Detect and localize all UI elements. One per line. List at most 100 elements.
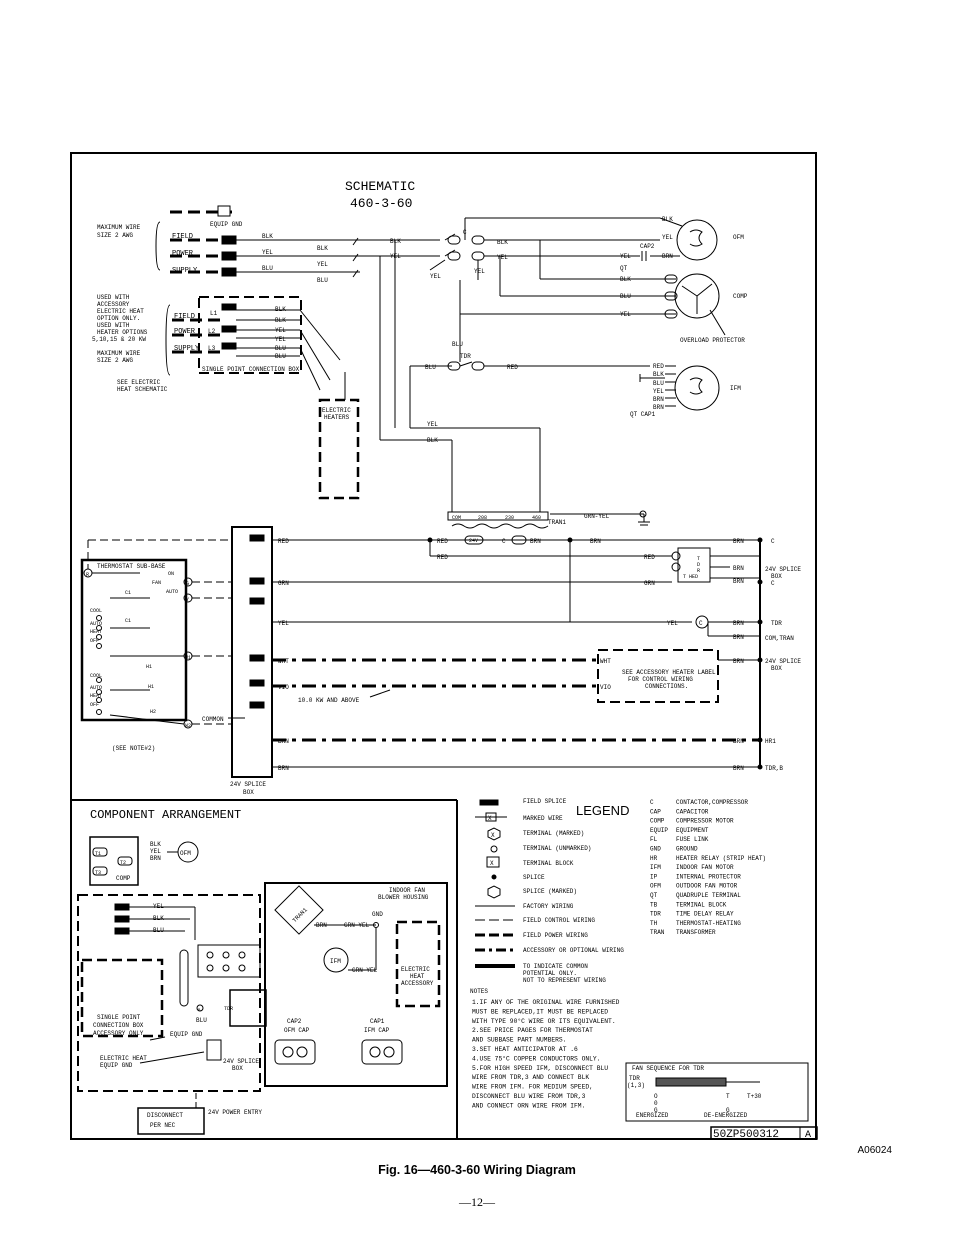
svg-text:EQUIP GND: EQUIP GND	[170, 1031, 203, 1038]
svg-text:RED: RED	[644, 554, 655, 561]
legend-abbrev-code: IP	[650, 873, 658, 880]
svg-text:A: A	[805, 1130, 811, 1141]
svg-text:B: B	[198, 1009, 201, 1013]
svg-text:TDR,B: TDR,B	[765, 765, 783, 772]
legend-abbrev-code: TH	[650, 920, 658, 927]
svg-text:HEATER OPTIONS: HEATER OPTIONS	[97, 329, 148, 336]
svg-text:T: T	[726, 1093, 730, 1100]
ifm-motor: IFM RED BLK BLU YEL BRN BRN QT CAP1	[630, 363, 741, 418]
svg-text:RED: RED	[653, 363, 664, 370]
svg-text:QT: QT	[620, 265, 628, 272]
legend-abbrev-code: QT	[650, 892, 658, 899]
svg-text:OFF: OFF	[90, 638, 99, 644]
svg-text:PER NEC: PER NEC	[150, 1122, 176, 1129]
svg-text:24V POWER ENTRY: 24V POWER ENTRY	[208, 1109, 262, 1116]
note-line: 3.SET HEAT ANTICIPATOR AT .6	[472, 1046, 578, 1053]
svg-text:BLU: BLU	[425, 364, 436, 371]
svg-text:SINGLE POINT CONNECTION BOX: SINGLE POINT CONNECTION BOX	[202, 366, 300, 373]
svg-text:RED: RED	[278, 538, 289, 545]
svg-text:BRN: BRN	[733, 565, 744, 572]
legend-abbrev-code: C	[650, 799, 654, 806]
svg-text:YEL: YEL	[262, 249, 273, 256]
legend-abbrev-code: COMP	[650, 818, 665, 825]
svg-text:5,10,15 & 20 KW: 5,10,15 & 20 KW	[92, 336, 146, 343]
note-line: AND SUBBASE PART NUMBERS.	[472, 1037, 566, 1044]
svg-text:L3: L3	[208, 345, 216, 352]
svg-text:OFM: OFM	[180, 850, 191, 857]
svg-text:YEL: YEL	[662, 234, 673, 241]
svg-text:ACCESSORY: ACCESSORY	[97, 301, 130, 308]
svg-text:BOX: BOX	[232, 1065, 243, 1072]
legend-abbrev-code: IFM	[650, 864, 661, 871]
svg-text:24V: 24V	[469, 538, 478, 544]
notes: NOTES 1.IF ANY OF THE ORIGINAL WIRE FURN…	[470, 988, 620, 1109]
svg-text:24V SPLICE: 24V SPLICE	[223, 1058, 259, 1065]
svg-text:BRN: BRN	[733, 620, 744, 627]
svg-text:MAXIMUM WIRE: MAXIMUM WIRE	[97, 350, 141, 357]
svg-text:C1: C1	[125, 590, 131, 596]
schematic-subtitle: 460-3-60	[350, 196, 412, 211]
svg-text:CAP2: CAP2	[287, 1018, 302, 1025]
tdr-relay: TDR BLU RED BLU	[409, 280, 650, 428]
svg-text:HEAT: HEAT	[90, 629, 102, 635]
svg-text:C: C	[771, 538, 775, 545]
figure-caption: Fig. 16—460-3-60 Wiring Diagram	[378, 1163, 576, 1177]
note-line: DISCONNECT BLU WIRE FROM TDR,3	[472, 1093, 586, 1100]
svg-text:BLK: BLK	[390, 238, 401, 245]
svg-text:TDR: TDR	[224, 1006, 233, 1012]
svg-text:C: C	[502, 538, 506, 545]
svg-text:BLK: BLK	[275, 317, 286, 324]
svg-text:T: T	[697, 556, 700, 562]
legend-symbol-label: SPLICE	[523, 874, 545, 881]
svg-text:YEL: YEL	[653, 388, 664, 395]
svg-text:VIO: VIO	[278, 684, 289, 691]
note-line: 2.SEE PRICE PAGES FOR THERMOSTAT	[472, 1027, 593, 1034]
svg-text:W2: W2	[185, 723, 191, 729]
svg-text:ELECTRIC HEAT: ELECTRIC HEAT	[97, 308, 144, 315]
svg-text:TRAN1: TRAN1	[548, 519, 566, 526]
svg-text:BRN: BRN	[733, 578, 744, 585]
note-line: 5.FOR HIGH SPEED IFM, DISCONNECT BLU	[472, 1065, 608, 1072]
svg-text:RED: RED	[437, 554, 448, 561]
svg-text:OPTION ONLY.: OPTION ONLY.	[97, 315, 140, 322]
svg-text:BLU: BLU	[275, 353, 286, 360]
svg-text:W1: W1	[185, 655, 191, 661]
comp-motor: COMP BLK BLU YEL OVERLOAD PROTECTOR	[460, 273, 748, 344]
legend-abbrev-desc: TERMINAL BLOCK	[676, 901, 727, 908]
svg-text:BLK: BLK	[275, 306, 286, 313]
svg-text:Y: Y	[186, 597, 189, 603]
svg-text:TDR: TDR	[629, 1075, 640, 1082]
svg-text:COOL: COOL	[90, 673, 102, 679]
svg-text:24V SPLICE: 24V SPLICE	[765, 566, 801, 573]
legend-abbrev-desc: HEATER RELAY (STRIP HEAT)	[676, 855, 766, 862]
svg-text:ELECTRIC: ELECTRIC	[322, 407, 351, 414]
svg-text:R: R	[86, 572, 89, 578]
svg-text:ACCESSORY: ACCESSORY	[401, 980, 434, 987]
svg-text:BOX: BOX	[243, 789, 254, 796]
svg-text:WHT: WHT	[278, 658, 289, 665]
svg-text:BLU: BLU	[196, 1017, 207, 1024]
svg-text:SEE ACCESSORY HEATER LABEL: SEE ACCESSORY HEATER LABEL	[622, 669, 716, 676]
svg-text:BLK: BLK	[150, 841, 161, 848]
svg-text:50ZP500312: 50ZP500312	[713, 1129, 779, 1141]
svg-text:BLU: BLU	[262, 265, 273, 272]
svg-text:H1: H1	[148, 684, 154, 690]
legend-symbol-label: FIELD POWER WIRING	[523, 932, 588, 939]
svg-text:BRN: BRN	[278, 738, 289, 745]
svg-text:BRN: BRN	[653, 404, 664, 411]
svg-text:BRN: BRN	[733, 538, 744, 545]
svg-text:BRN: BRN	[590, 538, 601, 545]
svg-text:COM: COM	[452, 515, 461, 521]
svg-text:BRN: BRN	[733, 765, 744, 772]
svg-text:BRN: BRN	[530, 538, 541, 545]
svg-text:AUTO: AUTO	[90, 685, 102, 691]
legend-abbrev-desc: EQUIPMENT	[676, 827, 709, 834]
svg-text:IFM CAP: IFM CAP	[364, 1027, 390, 1034]
svg-text:YEL: YEL	[667, 620, 678, 627]
upper-bus	[499, 240, 640, 296]
svg-text:VIO: VIO	[600, 684, 611, 691]
legend-abbrev-desc: COMPRESSOR MOTOR	[676, 818, 734, 825]
svg-text:AUTO: AUTO	[166, 589, 178, 595]
svg-text:SUPPLY: SUPPLY	[172, 267, 198, 275]
